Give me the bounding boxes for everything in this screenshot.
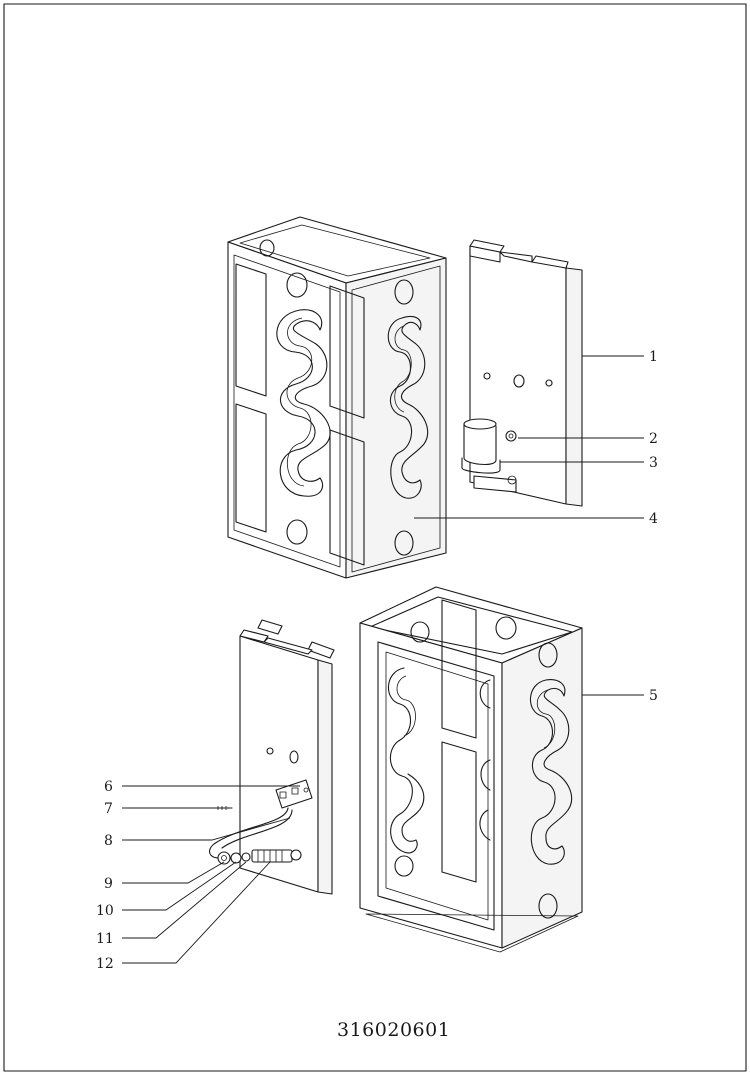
- lower-cage: [359, 586, 583, 953]
- drawing-frame: [3, 3, 747, 1072]
- item-7-screw: [215, 806, 233, 810]
- callout-2: 2: [649, 431, 658, 447]
- callout-6: 6: [104, 779, 113, 795]
- callout-9: 9: [104, 876, 113, 892]
- callout-5: 5: [649, 688, 658, 704]
- item-6-terminal-block: [275, 779, 313, 809]
- callout-3: 3: [649, 455, 658, 471]
- item-9-12-element-assembly: [217, 849, 302, 865]
- part-number: 316020601: [337, 1019, 450, 1041]
- callout-8: 8: [104, 833, 113, 849]
- callout-1: 1: [649, 349, 658, 365]
- callout-labels: 1 2 3 4 5 6 7 8 9 10 11 12: [96, 349, 658, 972]
- upper-heater-panel: [461, 239, 583, 507]
- leader-lines: [122, 355, 644, 964]
- callout-12: 12: [96, 956, 114, 972]
- item-8-wiring: [209, 807, 289, 859]
- upper-cage: [227, 216, 447, 579]
- callout-4: 4: [649, 511, 658, 527]
- item-3-thermostat: [461, 418, 517, 493]
- callout-11: 11: [96, 931, 114, 947]
- item-2-ring: [505, 430, 517, 442]
- callout-10: 10: [96, 903, 114, 919]
- callout-7: 7: [104, 801, 113, 817]
- lower-heater-panel: [209, 619, 335, 895]
